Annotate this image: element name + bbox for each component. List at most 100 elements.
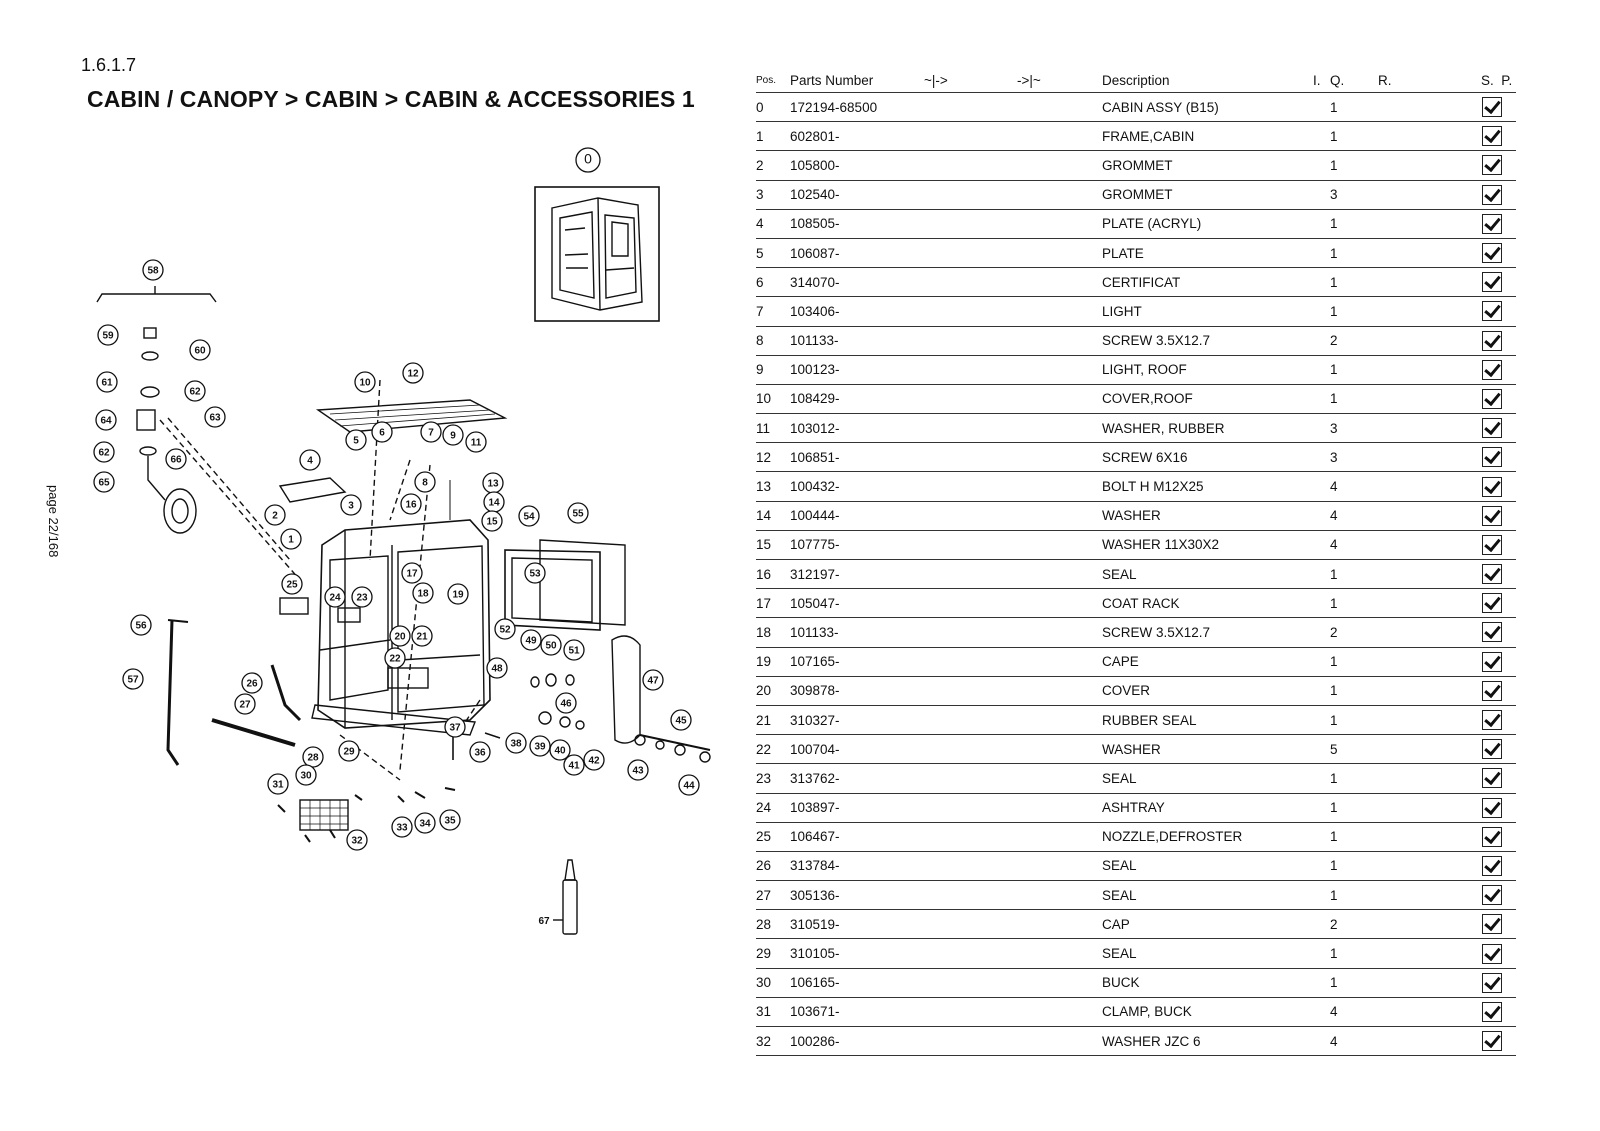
row-pos: 29 bbox=[756, 938, 790, 969]
row-from bbox=[924, 968, 1017, 998]
row-pos: 14 bbox=[756, 501, 790, 531]
row-to bbox=[1017, 413, 1102, 444]
row-r bbox=[1378, 501, 1481, 531]
row-description: WASHER 11X30X2 bbox=[1102, 530, 1313, 561]
callout-label: 36 bbox=[474, 748, 486, 759]
callout-55: 55 bbox=[567, 502, 589, 524]
row-r bbox=[1378, 588, 1481, 619]
row-to bbox=[1017, 880, 1102, 911]
parts-table: Pos. Parts Number ~|-> ->|~ Description … bbox=[756, 68, 1516, 1057]
row-pos: 31 bbox=[756, 997, 790, 1028]
row-sp bbox=[1481, 763, 1516, 794]
row-sp bbox=[1481, 793, 1516, 823]
row-from bbox=[924, 851, 1017, 882]
row-sp bbox=[1481, 617, 1516, 648]
row-sp bbox=[1481, 588, 1516, 619]
callout-26: 26 bbox=[241, 672, 263, 694]
row-pos: 13 bbox=[756, 471, 790, 502]
callout-label: 9 bbox=[450, 431, 456, 442]
row-r bbox=[1378, 793, 1481, 823]
row-qty: 1 bbox=[1330, 238, 1378, 269]
callout-label: 27 bbox=[239, 700, 251, 711]
row-description: WASHER JZC 6 bbox=[1102, 1026, 1313, 1057]
callout-18: 18 bbox=[412, 582, 434, 604]
row-i bbox=[1313, 180, 1330, 210]
callout-label: 34 bbox=[419, 819, 431, 830]
row-r bbox=[1378, 296, 1481, 327]
row-r bbox=[1378, 909, 1481, 940]
header-from: ~|-> bbox=[924, 68, 1017, 93]
row-i bbox=[1313, 822, 1330, 852]
row-to bbox=[1017, 734, 1102, 765]
callout-53: 53 bbox=[524, 562, 546, 584]
callout-label: 8 bbox=[422, 478, 428, 489]
row-part-number: 310519- bbox=[790, 909, 924, 940]
row-to bbox=[1017, 238, 1102, 269]
callout-label: 19 bbox=[452, 590, 464, 601]
callout-label: 41 bbox=[568, 761, 580, 772]
callout-circle bbox=[444, 716, 466, 738]
callout-36: 36 bbox=[469, 741, 491, 763]
callout-circle bbox=[412, 582, 434, 604]
row-part-number: 106087- bbox=[790, 238, 924, 269]
row-to bbox=[1017, 180, 1102, 210]
row-sp bbox=[1481, 384, 1516, 415]
row-i bbox=[1313, 1026, 1330, 1057]
callout-17: 17 bbox=[401, 562, 423, 584]
row-from bbox=[924, 471, 1017, 502]
row-qty: 4 bbox=[1330, 997, 1378, 1028]
row-r bbox=[1378, 851, 1481, 882]
row-r bbox=[1378, 997, 1481, 1028]
callout-28: 28 bbox=[302, 746, 324, 768]
checkmark-icon bbox=[1482, 301, 1502, 322]
row-qty: 1 bbox=[1330, 938, 1378, 969]
callout-label: 62 bbox=[189, 387, 201, 398]
row-to bbox=[1017, 267, 1102, 298]
row-qty: 2 bbox=[1330, 326, 1378, 356]
row-r bbox=[1378, 1026, 1481, 1057]
checkmark-icon bbox=[1482, 768, 1502, 789]
row-qty: 1 bbox=[1330, 793, 1378, 823]
callout-50: 50 bbox=[540, 634, 562, 656]
checkmark-icon bbox=[1482, 710, 1502, 731]
callout-7: 7 bbox=[420, 421, 442, 443]
row-i bbox=[1313, 530, 1330, 561]
callout-circle bbox=[486, 657, 508, 679]
callout-16: 16 bbox=[400, 493, 422, 515]
callout-label: 60 bbox=[194, 346, 206, 357]
row-part-number: 103671- bbox=[790, 997, 924, 1028]
row-i bbox=[1313, 676, 1330, 706]
callout-24: 24 bbox=[324, 586, 346, 608]
row-r bbox=[1378, 763, 1481, 794]
row-pos: 6 bbox=[756, 267, 790, 298]
row-sp bbox=[1481, 238, 1516, 269]
checkmark-icon bbox=[1482, 243, 1502, 264]
row-qty: 1 bbox=[1330, 121, 1378, 152]
callout-label: 15 bbox=[486, 517, 498, 528]
callout-circle bbox=[563, 639, 585, 661]
page-title: CABIN / CANOPY > CABIN > CABIN & ACCESSO… bbox=[87, 86, 695, 112]
row-part-number: 172194-68500 bbox=[790, 92, 924, 123]
callout-circle bbox=[555, 692, 577, 714]
row-qty: 1 bbox=[1330, 705, 1378, 736]
row-description: COVER bbox=[1102, 676, 1313, 706]
row-part-number: 106467- bbox=[790, 822, 924, 852]
row-to bbox=[1017, 1026, 1102, 1057]
callout-47: 47 bbox=[642, 669, 664, 691]
checkmark-icon bbox=[1482, 622, 1502, 643]
callout-circle bbox=[351, 586, 373, 608]
checkmark-icon bbox=[1482, 272, 1502, 293]
row-pos: 27 bbox=[756, 880, 790, 911]
row-part-number: 103406- bbox=[790, 296, 924, 327]
row-to bbox=[1017, 588, 1102, 619]
row-sp bbox=[1481, 326, 1516, 356]
